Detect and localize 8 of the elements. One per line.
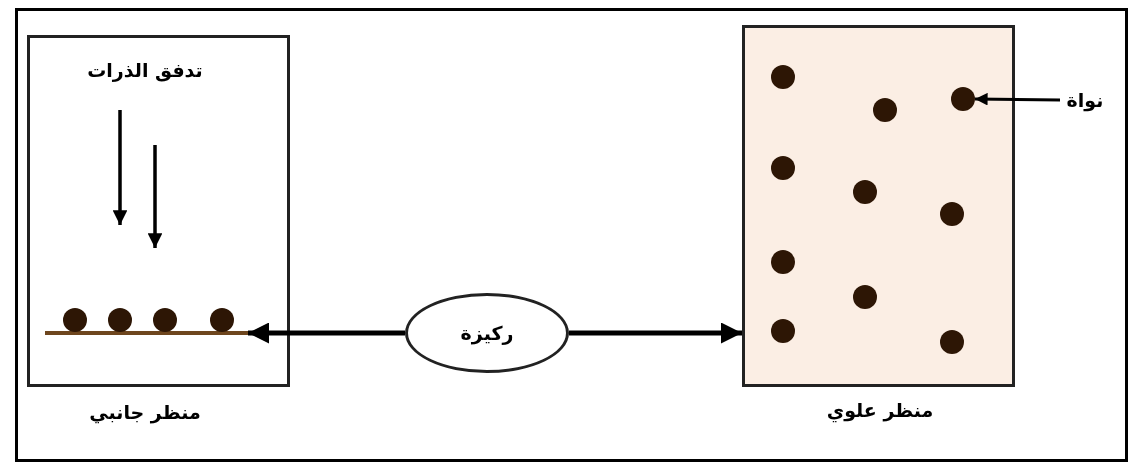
- substrate-ellipse: ركيزة: [405, 293, 569, 373]
- arrow: [248, 322, 405, 344]
- arrow: [975, 92, 1060, 106]
- panel-caption: منظر علوي: [826, 398, 934, 422]
- arrow: [569, 322, 742, 344]
- flow-label: تدفق الذرات: [87, 58, 203, 82]
- nucleus-label: نواة: [1060, 87, 1110, 113]
- panel-caption: منظر جانبي: [89, 400, 201, 424]
